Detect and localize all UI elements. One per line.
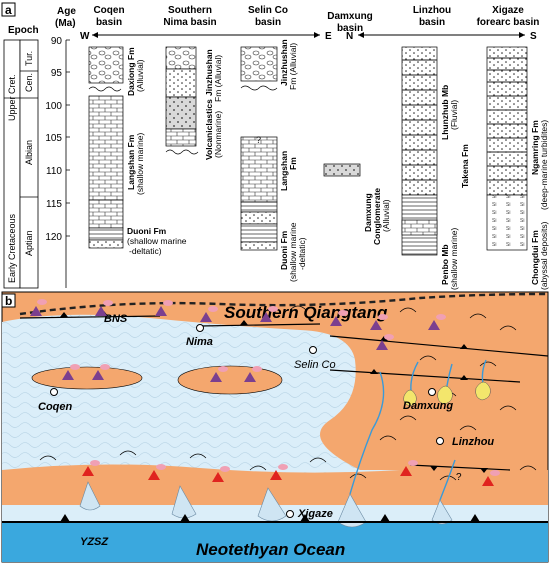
arc-volcanoes-red: [82, 466, 494, 486]
basin-selin-2: basin: [255, 17, 281, 28]
basin-damxung: Damxung: [327, 11, 373, 22]
basin-coqen-2: basin: [96, 17, 122, 28]
label-coqen: Coqen: [38, 401, 73, 413]
locality-markers: [50, 324, 444, 518]
fm-linz-takena: Takena Fm: [460, 144, 470, 188]
fm-selin-langshan-1: Langshan: [279, 151, 289, 191]
fm-nima-volc-env: (Nonmarine): [213, 111, 223, 158]
label-yzsz: YZSZ: [80, 536, 109, 548]
age-115: 115: [46, 199, 62, 210]
nima-column: [165, 46, 199, 155]
fm-linz-lunzhub-2: (Fluvial): [449, 100, 459, 130]
epoch-header: Epoch: [8, 25, 39, 36]
fm-selin-duoni-3: -deltatic): [297, 237, 307, 270]
age-90: 90: [51, 36, 63, 47]
age-unit: (Ma): [55, 18, 76, 29]
fm-xig-ngamring-1: Ngamring Fm: [530, 120, 540, 175]
label-damxung: Damxung: [403, 400, 453, 412]
basin-linzhou-2: basin: [419, 17, 445, 28]
fm-nima-jinzhushan-1: Jinzhushan: [204, 49, 214, 96]
stage-cen: Cen.: [24, 73, 34, 92]
fm-daxiong-env: (Alluvial): [135, 59, 145, 92]
volcanic-plumes: [37, 299, 500, 476]
fm-selin-duoni-1: Duoni Fm: [279, 230, 289, 270]
fm-daxiong: Daxiong Fm: [126, 47, 136, 96]
fm-coqen-duoni-env1: (shallow marine: [127, 236, 187, 246]
fm-coqen-langshan-env: (shallow marine): [135, 132, 145, 195]
basin-linzhou: Linzhou: [413, 5, 451, 16]
fm-selin-jinzhushan-1: Jinzhushan: [279, 39, 289, 86]
basin-snima: Southern: [168, 5, 212, 16]
fm-xig-ngamring-2: (deep-marine turbidites): [539, 120, 549, 210]
fm-selin-langshan-2: Fm: [288, 157, 298, 170]
epoch-early: Early Cretaceous: [7, 213, 17, 283]
basin-xigaze-2: forearc basin: [477, 17, 540, 28]
age-110: 110: [46, 166, 62, 177]
southern-qiangtang-label: Southern Qiangtang: [224, 303, 388, 322]
age-120: 120: [45, 232, 62, 243]
fm-selin-jinzhushan-2: Fm (Alluvial): [288, 43, 298, 90]
dir-w: W: [80, 31, 90, 42]
submarine-fans: [79, 481, 453, 528]
fm-selin-duoni-2: (shallow marine: [288, 222, 298, 282]
fm-linz-lunzhub-1: Lhunzhub Mb: [440, 85, 450, 140]
linzhou-column: [401, 46, 438, 256]
fm-coqen-duoni-env2: -deltatic): [129, 246, 162, 256]
stage-albian: Albian: [24, 140, 34, 165]
damxung-column: [323, 163, 361, 177]
selin-question: ?: [256, 135, 261, 145]
fm-linz-penbo-2: (shallow marine): [449, 227, 459, 290]
coqen-column: [88, 46, 124, 249]
epoch-upper: Upper Cret.: [7, 74, 17, 121]
age-header: Age: [57, 6, 76, 17]
bns-label: BNS: [104, 313, 128, 325]
xigaze-column: [486, 46, 528, 251]
label-xigaze: Xigaze: [297, 508, 333, 520]
label-linzhou: Linzhou: [452, 436, 494, 448]
basin-damxung-2: basin: [337, 23, 363, 34]
fm-xig-chongdui-1: Chongdui Fm: [530, 230, 540, 285]
label-selin-co: Selin Co: [294, 359, 336, 371]
basin-selin: Selin Co: [248, 5, 288, 16]
stage-aptian: Aptian: [24, 230, 34, 256]
label-question: ?: [456, 472, 462, 483]
age-100: 100: [45, 101, 62, 112]
dir-e: E: [325, 31, 332, 42]
selin-column: [240, 46, 278, 251]
stage-tur: Tur.: [24, 51, 34, 66]
basin-snima-2: Nima basin: [163, 17, 216, 28]
fm-damx-1: Damxung: [363, 193, 373, 232]
age-95: 95: [51, 68, 63, 79]
fm-damx-3: (Alluvial): [381, 199, 391, 232]
label-neotethyan-ocean: Neotethyan Ocean: [196, 540, 345, 559]
panel-a-label: a: [5, 3, 12, 17]
fm-nima-jinzhushan-2: Fm (Alluvial): [213, 55, 223, 102]
fm-linz-penbo-1: Penbo Mb: [440, 244, 450, 285]
label-nima: Nima: [186, 336, 213, 348]
fm-nima-volc: Volcaniclastics: [204, 99, 214, 160]
panel-b-label: b: [5, 294, 12, 308]
fm-xig-chongdui-2: (abyssal deposits): [539, 221, 549, 290]
arc-volcanoes-purple: [30, 306, 440, 382]
basin-coqen: Coqen: [93, 5, 124, 16]
fm-coqen-langshan: Langshan Fm: [126, 134, 136, 190]
fm-damx-2: Conglomerate: [372, 188, 382, 245]
dir-n: N: [346, 31, 353, 42]
dir-s: S: [530, 31, 537, 42]
basin-xigaze: Xigaze: [492, 5, 524, 16]
fm-coqen-duoni: Duoni Fm: [127, 226, 167, 236]
age-105: 105: [45, 133, 62, 144]
alluvial-fans: [403, 381, 491, 407]
